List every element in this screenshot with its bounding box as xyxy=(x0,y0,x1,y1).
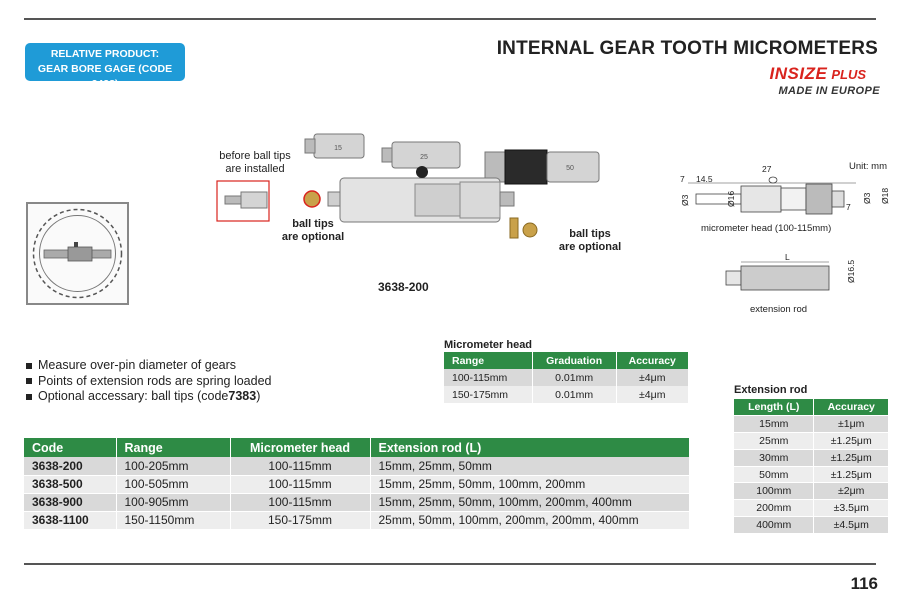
gear-application-image xyxy=(26,202,129,305)
table-row: 25mm±1.25μm xyxy=(734,432,889,450)
feature-item: Optional accessary: ball tips (code 7383… xyxy=(26,389,271,405)
feature-item: Points of extension rods are spring load… xyxy=(26,374,271,390)
technical-drawing: 7 14.5 27 Ø3 Ø16 Ø18 Ø3 7 L Ø16.5 xyxy=(680,164,890,291)
bullet-icon xyxy=(26,378,32,385)
table-header: Micrometer head xyxy=(230,438,371,457)
gear-icon xyxy=(32,208,123,299)
table-row: 15mm±1μm xyxy=(734,415,889,434)
table-row: 100mm±2μm xyxy=(734,482,889,501)
table-header: Accuracy xyxy=(616,352,689,369)
table-row: 200mm±3.5μm xyxy=(734,499,889,518)
dim-14-5: 14.5 xyxy=(696,174,713,184)
bullet-icon xyxy=(26,362,32,369)
unit-label: Unit: mm xyxy=(849,161,887,172)
extension-rod-50: 50 xyxy=(484,149,600,185)
dim-7: 7 xyxy=(680,174,685,184)
badge-line-2: GEAR BORE GAGE (CODE 2428) xyxy=(37,63,173,90)
dim-d16: Ø16 xyxy=(726,191,736,207)
micrometer-set-illustration: 15 25 50 xyxy=(216,133,600,239)
table-header: Range xyxy=(444,352,533,369)
table-row: 150-175mm 0.01mm ±4μm xyxy=(444,386,689,403)
micrometer-head-table: Range Graduation Accuracy 100-115mm 0.01… xyxy=(444,352,689,403)
rod-caption: extension rod xyxy=(750,304,808,315)
extension-rod-table: Length (L) Accuracy 15mm±1μm 25mm±1.25μm… xyxy=(734,399,889,534)
dim-7-right: 7 xyxy=(846,202,851,212)
rod-label-50: 50 xyxy=(566,165,574,172)
badge-line-1: RELATIVE PRODUCT: xyxy=(50,48,160,60)
rod-label-25: 25 xyxy=(420,154,428,161)
table-header: Accuracy xyxy=(813,399,889,417)
table-row: 100-115mm 0.01mm ±4μm xyxy=(444,369,689,386)
relative-product-badge[interactable]: RELATIVE PRODUCT: GEAR BORE GAGE (CODE 2… xyxy=(25,43,185,90)
bullet-icon xyxy=(26,393,32,400)
ball-tips-optional-label-2: ball tips are optional xyxy=(558,228,622,253)
table-header: Graduation xyxy=(532,352,617,369)
table-header: Length (L) xyxy=(734,399,815,417)
dim-d18: Ø18 xyxy=(880,188,890,204)
dim-d3-left: Ø3 xyxy=(680,194,690,206)
dim-d16-5: Ø16.5 xyxy=(846,260,856,283)
table-row: 400mm±4.5μm xyxy=(734,516,889,534)
table-header: Code xyxy=(24,438,117,457)
bottom-rule xyxy=(24,563,876,565)
dim-L: L xyxy=(785,252,790,262)
before-ball-tips-label: before ball tips are installed xyxy=(219,150,291,175)
brand-logo: INSIZE PLUS xyxy=(770,64,866,84)
table-row: 30mm±1.25μm xyxy=(734,449,889,467)
dim-d3-right: Ø3 xyxy=(862,192,872,204)
table-header: Range xyxy=(116,438,231,457)
feature-item: Measure over-pin diameter of gears xyxy=(26,358,271,374)
top-rule xyxy=(24,18,876,20)
model-code: 3638-200 xyxy=(378,280,429,294)
feature-list: Measure over-pin diameter of gears Point… xyxy=(26,358,271,405)
micrometer-head-table-title: Micrometer head xyxy=(444,339,533,351)
head-caption: micrometer head (100-115mm) xyxy=(701,223,832,234)
rod-label-15: 15 xyxy=(334,145,342,152)
micrometer-head xyxy=(303,166,538,239)
product-code-table: Code Range Micrometer head Extension rod… xyxy=(24,438,690,530)
before-ball-tips-inset xyxy=(216,180,270,222)
made-in-label: MADE IN EUROPE xyxy=(778,85,880,97)
brand-name: INSIZE xyxy=(769,64,828,83)
brand-plus: PLUS xyxy=(831,66,866,82)
table-row: 50mm±1.25μm xyxy=(734,466,889,484)
table-header: Extension rod (L) xyxy=(370,438,690,457)
extension-rod-table-title: Extension rod xyxy=(734,384,808,396)
page-number: 116 xyxy=(850,574,878,593)
dim-27: 27 xyxy=(762,164,772,174)
extension-rod-25: 25 xyxy=(381,141,461,169)
page-title: INTERNAL GEAR TOOTH MICROMETERS xyxy=(496,38,878,59)
ball-tips-optional-label-1: ball tips are optional xyxy=(281,218,345,243)
extension-rod-15: 15 xyxy=(304,133,365,159)
